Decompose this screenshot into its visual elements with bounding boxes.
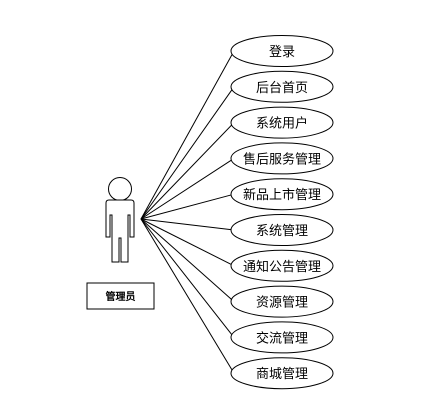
use-case-ellipse xyxy=(230,106,334,139)
use-case-ellipse xyxy=(230,214,334,246)
use-case-label: 系统用户 xyxy=(256,116,308,132)
use-case-ellipse xyxy=(230,178,334,211)
use-case-label: 售后服务管理 xyxy=(243,151,321,167)
use-case-ellipse xyxy=(230,285,334,318)
use-case: 交流管理 xyxy=(230,321,334,354)
use-case-ellipse xyxy=(230,70,334,103)
actor-label: 管理员 xyxy=(106,290,136,303)
use-case-label: 系统管理 xyxy=(256,224,308,239)
use-case: 售后服务管理 xyxy=(230,142,334,175)
use-case-label: 新品上市管理 xyxy=(243,187,321,203)
use-case-ellipse xyxy=(230,142,334,175)
actor-body xyxy=(105,199,135,263)
use-case-label: 通知公告管理 xyxy=(243,259,321,275)
use-case-label: 登录 xyxy=(269,45,295,60)
use-case: 通知公告管理 xyxy=(230,249,334,282)
connector-line xyxy=(140,50,235,220)
actor-head xyxy=(108,177,132,201)
connector-line xyxy=(140,218,235,231)
use-case: 商城管理 xyxy=(230,357,334,390)
use-case-label: 交流管理 xyxy=(256,330,308,346)
use-case: 系统用户 xyxy=(230,106,334,139)
use-case: 资源管理 xyxy=(230,285,334,318)
connector-line xyxy=(140,157,235,220)
connector-line xyxy=(140,193,235,220)
connector-line xyxy=(140,218,235,374)
use-case-label: 商城管理 xyxy=(256,367,308,382)
use-case: 系统管理 xyxy=(230,214,334,246)
use-case-ellipse xyxy=(230,357,334,390)
connector-lines xyxy=(140,50,235,374)
use-case: 后台首页 xyxy=(230,70,334,103)
connector-line xyxy=(140,218,235,302)
actor-label-box: 管理员 xyxy=(86,282,155,310)
connector-line xyxy=(140,218,235,338)
connector-line xyxy=(140,218,235,267)
use-case-label: 后台首页 xyxy=(256,81,308,96)
use-case: 登录 xyxy=(230,35,334,67)
use-case: 新品上市管理 xyxy=(230,178,334,211)
actor-admin xyxy=(105,177,135,263)
connector-line xyxy=(140,86,235,220)
use-case-list: 登录后台首页系统用户售后服务管理新品上市管理系统管理通知公告管理资源管理交流管理… xyxy=(230,35,334,390)
use-case-ellipse xyxy=(230,321,334,354)
use-case-label: 资源管理 xyxy=(256,296,308,311)
use-case-ellipse xyxy=(230,35,334,67)
use-case-ellipse xyxy=(230,249,334,282)
connector-line xyxy=(140,122,235,220)
